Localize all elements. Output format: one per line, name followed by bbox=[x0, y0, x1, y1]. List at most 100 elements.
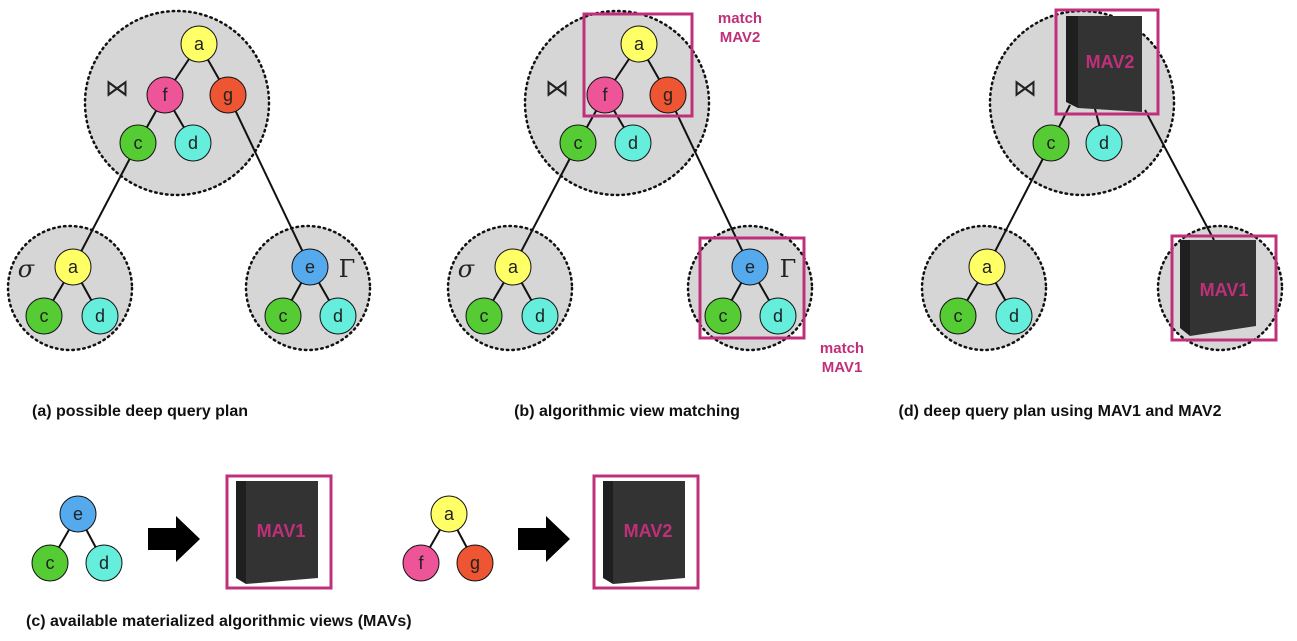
svg-text:d: d bbox=[188, 133, 198, 153]
mav1-label: MAV1 bbox=[1200, 280, 1249, 300]
panel-d: c d a c d ⋈ MAV2 MAV1 (d) deep query pla… bbox=[899, 8, 1284, 420]
svg-text:a: a bbox=[508, 257, 519, 277]
match-box-mav2 bbox=[582, 12, 694, 118]
group-select bbox=[6, 224, 134, 352]
svg-text:e: e bbox=[305, 257, 315, 277]
match-label-mav1: MAV1 bbox=[822, 359, 863, 376]
node-g: g bbox=[209, 76, 247, 114]
mav1-block: MAV1 bbox=[225, 474, 333, 590]
svg-text:g: g bbox=[663, 85, 673, 105]
node-f: f bbox=[146, 76, 184, 114]
node-a: a bbox=[620, 25, 658, 63]
match-label-mav2: MAV2 bbox=[720, 29, 761, 46]
svg-text:c: c bbox=[1047, 133, 1056, 153]
svg-text:a: a bbox=[68, 257, 79, 277]
node-d: d bbox=[995, 297, 1033, 335]
group-select bbox=[920, 224, 1048, 352]
node-c: c bbox=[1032, 124, 1070, 162]
svg-text:a: a bbox=[982, 257, 993, 277]
svg-text:d: d bbox=[535, 306, 545, 326]
node-c: c bbox=[25, 297, 63, 335]
node-c: c bbox=[939, 297, 977, 335]
mav2-label: MAV2 bbox=[624, 521, 673, 541]
svg-text:c: c bbox=[46, 553, 55, 573]
mav2-block: MAV2 bbox=[592, 474, 700, 590]
match-label-mav1: match bbox=[820, 340, 864, 357]
panel-c: e c d MAV1 a f g MAV2 (c) available mate… bbox=[26, 474, 700, 630]
node-f: f bbox=[586, 76, 624, 114]
mav1-block: MAV1 bbox=[1170, 234, 1278, 342]
svg-text:e: e bbox=[745, 257, 755, 277]
group-select bbox=[446, 224, 574, 352]
panel-a: a f g c d a c d e c d ⋈ σ Γ (a) possible… bbox=[6, 9, 372, 420]
node-a: a bbox=[54, 248, 92, 286]
caption-c: (c) available materialized algorithmic v… bbox=[26, 613, 412, 630]
node-d: d bbox=[759, 297, 797, 335]
panel-b: a f g c d a c d e c d ⋈ σ Γ match MAV2 m… bbox=[446, 9, 864, 420]
arrow-right-icon bbox=[148, 516, 200, 562]
svg-text:d: d bbox=[1099, 133, 1109, 153]
node-a: a bbox=[180, 25, 218, 63]
node-c: c bbox=[704, 297, 742, 335]
join-operator: ⋈ bbox=[545, 74, 569, 102]
svg-text:c: c bbox=[279, 306, 288, 326]
caption-b: (b) algorithmic view matching bbox=[514, 403, 740, 420]
match-box-mav1 bbox=[698, 236, 806, 340]
node-c: c bbox=[465, 297, 503, 335]
svg-text:g: g bbox=[470, 553, 480, 573]
node-d: d bbox=[521, 297, 559, 335]
svg-text:a: a bbox=[194, 34, 205, 54]
svg-text:a: a bbox=[444, 504, 455, 524]
join-operator: ⋈ bbox=[1013, 74, 1037, 102]
node-c: c bbox=[264, 297, 302, 335]
arrow-right-icon bbox=[518, 516, 570, 562]
aggregate-operator: Γ bbox=[339, 255, 356, 283]
node-d: d bbox=[1085, 124, 1123, 162]
node-d: d bbox=[319, 297, 357, 335]
node-e: e bbox=[291, 248, 329, 286]
svg-text:f: f bbox=[162, 85, 168, 105]
svg-text:e: e bbox=[73, 504, 83, 524]
svg-text:f: f bbox=[602, 85, 608, 105]
svg-text:c: c bbox=[40, 306, 49, 326]
caption-a: (a) possible deep query plan bbox=[32, 403, 248, 420]
select-operator: σ bbox=[18, 255, 35, 283]
node-a: a bbox=[968, 248, 1006, 286]
join-operator: ⋈ bbox=[105, 74, 129, 102]
node-e: e bbox=[731, 248, 769, 286]
node-d: d bbox=[614, 124, 652, 162]
svg-text:c: c bbox=[574, 133, 583, 153]
select-operator: σ bbox=[458, 255, 475, 283]
node-c: c bbox=[31, 544, 69, 582]
node-d: d bbox=[81, 297, 119, 335]
node-d: d bbox=[85, 544, 123, 582]
group-aggregate bbox=[244, 224, 372, 352]
node-c: c bbox=[559, 124, 597, 162]
svg-text:a: a bbox=[634, 34, 645, 54]
mav2-label: MAV2 bbox=[1086, 52, 1135, 72]
match-label-mav2: match bbox=[718, 10, 762, 27]
svg-text:g: g bbox=[223, 85, 233, 105]
svg-text:c: c bbox=[134, 133, 143, 153]
node-a: a bbox=[430, 495, 468, 533]
svg-text:c: c bbox=[954, 306, 963, 326]
svg-text:d: d bbox=[99, 553, 109, 573]
node-g: g bbox=[456, 544, 494, 582]
node-g: g bbox=[649, 76, 687, 114]
node-f: f bbox=[402, 544, 440, 582]
mav1-label: MAV1 bbox=[257, 521, 306, 541]
svg-text:c: c bbox=[480, 306, 489, 326]
aggregate-operator: Γ bbox=[780, 255, 797, 283]
svg-text:d: d bbox=[95, 306, 105, 326]
node-a: a bbox=[494, 248, 532, 286]
node-d: d bbox=[174, 124, 212, 162]
svg-text:f: f bbox=[418, 553, 424, 573]
svg-text:d: d bbox=[333, 306, 343, 326]
svg-text:d: d bbox=[773, 306, 783, 326]
node-e: e bbox=[59, 495, 97, 533]
node-c: c bbox=[119, 124, 157, 162]
svg-text:c: c bbox=[719, 306, 728, 326]
svg-text:d: d bbox=[1009, 306, 1019, 326]
group-aggregate bbox=[686, 224, 814, 352]
